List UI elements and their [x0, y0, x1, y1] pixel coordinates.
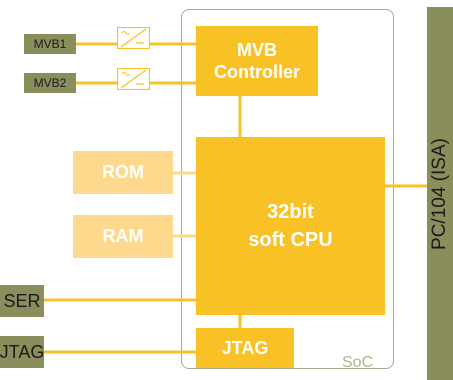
ser-label: SER	[3, 290, 41, 311]
rom-label: ROM	[102, 162, 144, 182]
jtag-block-label: JTAG	[221, 337, 269, 358]
ram-block: RAM	[73, 215, 173, 258]
mvb1-label: MVB1	[33, 37, 67, 51]
signal-repeater-icon	[117, 27, 150, 49]
mvb-controller-title: MVB	[236, 40, 277, 60]
mvb2-port: MVB2	[24, 73, 76, 93]
pc104-bus-label: PC/104 (ISA)	[429, 137, 450, 250]
cpu-subtitle: soft CPU	[248, 229, 333, 251]
mvb-controller-block: MVB Controller	[196, 26, 318, 96]
rom-block: ROM	[73, 151, 173, 194]
jtag-port-label: JTAG	[0, 341, 45, 362]
mvb1-port: MVB1	[24, 34, 76, 54]
soft-cpu-block: 32bit soft CPU	[196, 137, 385, 315]
mvb2-label: MVB2	[33, 76, 67, 90]
pc104-bus: PC/104 (ISA)	[427, 7, 453, 380]
cpu-title: 32bit	[267, 201, 314, 223]
ser-port: SER	[0, 285, 44, 317]
soc-label: SoC	[342, 354, 374, 371]
jtag-block: JTAG	[196, 328, 294, 368]
soc-boundary	[181, 9, 394, 369]
ram-label: RAM	[102, 226, 144, 246]
signal-repeater-icon	[117, 68, 150, 90]
jtag-port: JTAG	[0, 336, 44, 368]
mvb-controller-subtitle: Controller	[213, 62, 300, 82]
